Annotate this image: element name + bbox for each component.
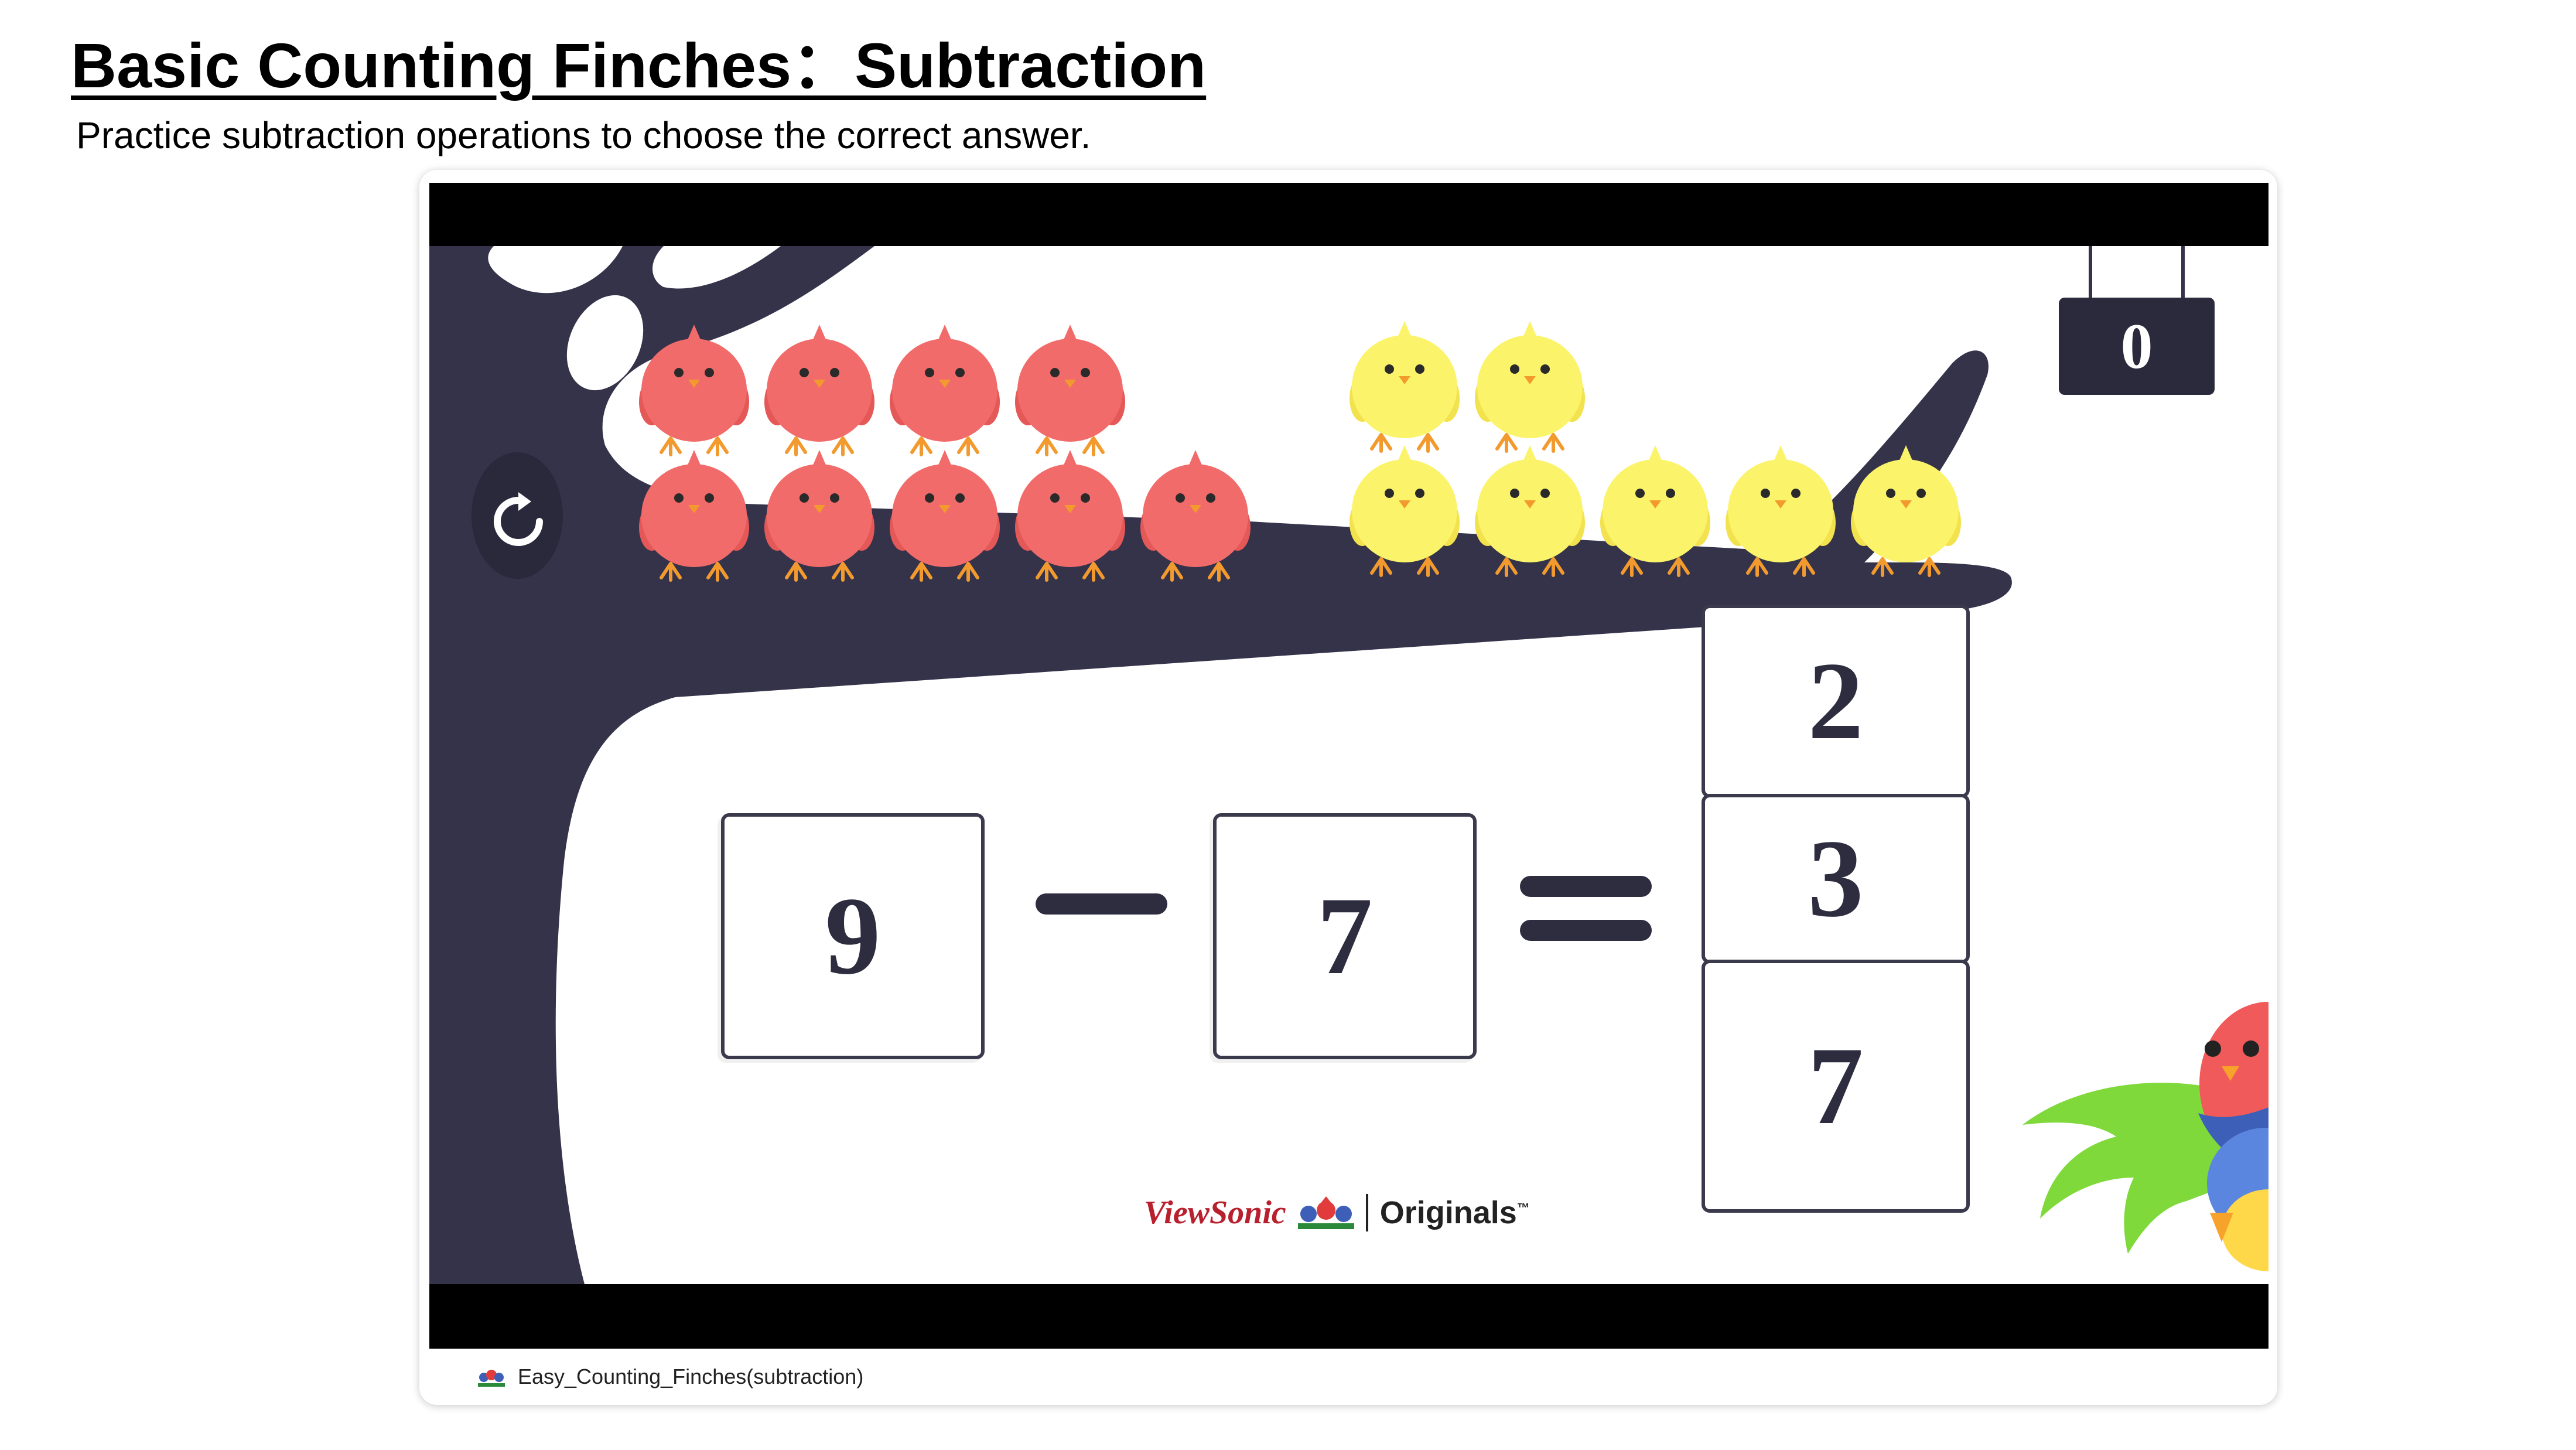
bird-layer	[639, 321, 1961, 582]
finch-logo-icon	[478, 1370, 505, 1387]
embed-caption: Easy_Counting_Finches(subtraction)	[478, 1356, 863, 1397]
page-subtitle: Practice subtraction operations to choos…	[76, 114, 1091, 156]
tree-knot	[472, 452, 563, 579]
brand-product: Originals™	[1379, 1195, 1530, 1230]
left-operand-box: 9	[721, 813, 985, 1059]
score-value: 0	[2120, 310, 2153, 382]
red-finch	[639, 325, 749, 456]
red-finch	[1140, 450, 1251, 582]
answer-option-1[interactable]: 2	[1702, 605, 1970, 798]
left-operand: 9	[825, 875, 881, 998]
yellow-finch	[1600, 445, 1710, 577]
brand-company: ViewSonic	[1144, 1195, 1286, 1231]
tree-hole	[566, 295, 644, 391]
mascot-bird	[2198, 1002, 2268, 1271]
red-finch	[1015, 325, 1125, 456]
red-finch	[1015, 450, 1125, 582]
red-finch	[639, 450, 749, 582]
yellow-finch	[1475, 445, 1585, 577]
answer-option-label: 2	[1808, 640, 1864, 763]
yellow-finch	[1350, 321, 1460, 453]
answer-option-label: 7	[1808, 1025, 1864, 1148]
right-operand-box: 7	[1213, 813, 1477, 1059]
red-finch	[890, 325, 1000, 456]
game-stage[interactable]: 0 9 7 2 3 7 ViewSonic	[429, 246, 2268, 1284]
embed-filename: Easy_Counting_Finches(subtraction)	[518, 1364, 864, 1388]
red-finch	[764, 325, 874, 456]
leaf-tuft	[2022, 1083, 2233, 1254]
brand-logo: ViewSonic Originals™	[1144, 1189, 1530, 1236]
answer-option-3[interactable]: 7	[1702, 960, 1970, 1213]
red-finch	[890, 450, 1000, 582]
yellow-finch	[1851, 445, 1961, 577]
reset-button[interactable]	[477, 469, 559, 574]
finch-logo-icon	[1297, 1196, 1354, 1229]
embedded-game-card: 0 9 7 2 3 7 ViewSonic	[419, 170, 2277, 1405]
right-operand: 7	[1317, 875, 1373, 998]
tree-scene	[429, 246, 2268, 1284]
answer-option-2[interactable]: 3	[1702, 794, 1970, 964]
minus-sign	[1036, 893, 1167, 915]
yellow-finch	[1726, 445, 1836, 577]
answer-option-label: 3	[1808, 817, 1864, 940]
score-sign: 0	[2059, 298, 2215, 395]
video-player[interactable]: 0 9 7 2 3 7 ViewSonic	[429, 183, 2268, 1349]
yellow-finch	[1475, 321, 1585, 453]
red-finch	[764, 450, 874, 582]
equals-sign-bottom	[1520, 920, 1652, 941]
page-title: Basic Counting Finches：Subtraction	[71, 30, 1207, 101]
yellow-finch	[1350, 445, 1460, 577]
brand-divider	[1365, 1194, 1368, 1231]
equals-sign-top	[1520, 876, 1652, 897]
refresh-icon	[494, 492, 543, 546]
